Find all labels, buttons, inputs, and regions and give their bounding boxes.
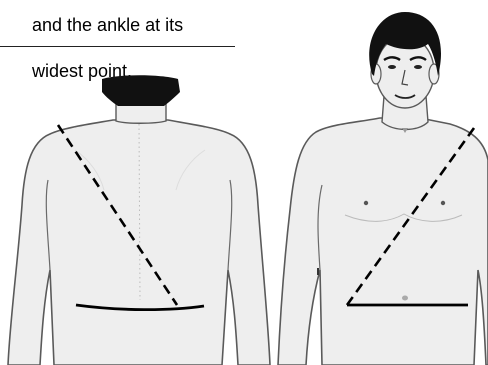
- front-view-figure: [278, 12, 488, 365]
- front-left-eye: [388, 65, 396, 69]
- front-right-eye: [414, 65, 422, 69]
- back-view-figure: [8, 75, 270, 365]
- back-hair: [102, 75, 180, 106]
- front-navel: [402, 296, 408, 301]
- front-torso: [278, 118, 488, 365]
- front-right-nipple: [441, 201, 445, 205]
- front-left-nipple: [364, 201, 368, 205]
